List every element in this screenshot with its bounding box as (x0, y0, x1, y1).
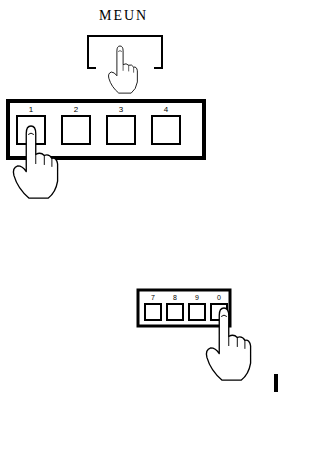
key-number: 3 (106, 104, 136, 115)
key-number: 4 (151, 104, 181, 115)
menu-button: MEUN (99, 8, 148, 24)
number-key: 9 (188, 293, 206, 321)
key-number: 8 (166, 293, 184, 303)
number-key: 1 (16, 104, 46, 145)
pointing-hand (13, 126, 57, 198)
keypad-frame (8, 101, 204, 158)
key-square (16, 115, 46, 145)
number-key: 7 (144, 293, 162, 321)
key-number: 9 (188, 293, 206, 303)
keypad-frame (138, 290, 230, 326)
key-square (144, 303, 162, 321)
button-label: MEUN (99, 8, 148, 24)
pointing-hand (206, 308, 250, 380)
key-square (166, 303, 184, 321)
key-square (151, 115, 181, 145)
number-key: 0 (210, 293, 228, 321)
number-key: 8 (166, 293, 184, 321)
key-square (106, 115, 136, 145)
number-key: 4 (151, 104, 181, 145)
key-number: 7 (144, 293, 162, 303)
key-number: 1 (16, 104, 46, 115)
key-number: 2 (61, 104, 91, 115)
key-number: 0 (210, 293, 228, 303)
key-square (210, 303, 228, 321)
number-key: 2 (61, 104, 91, 145)
key-square (188, 303, 206, 321)
key-square (61, 115, 91, 145)
mark-bar (274, 374, 278, 392)
pointing-hand (109, 46, 138, 93)
menu-button-outline (88, 36, 162, 68)
number-key: 3 (106, 104, 136, 145)
